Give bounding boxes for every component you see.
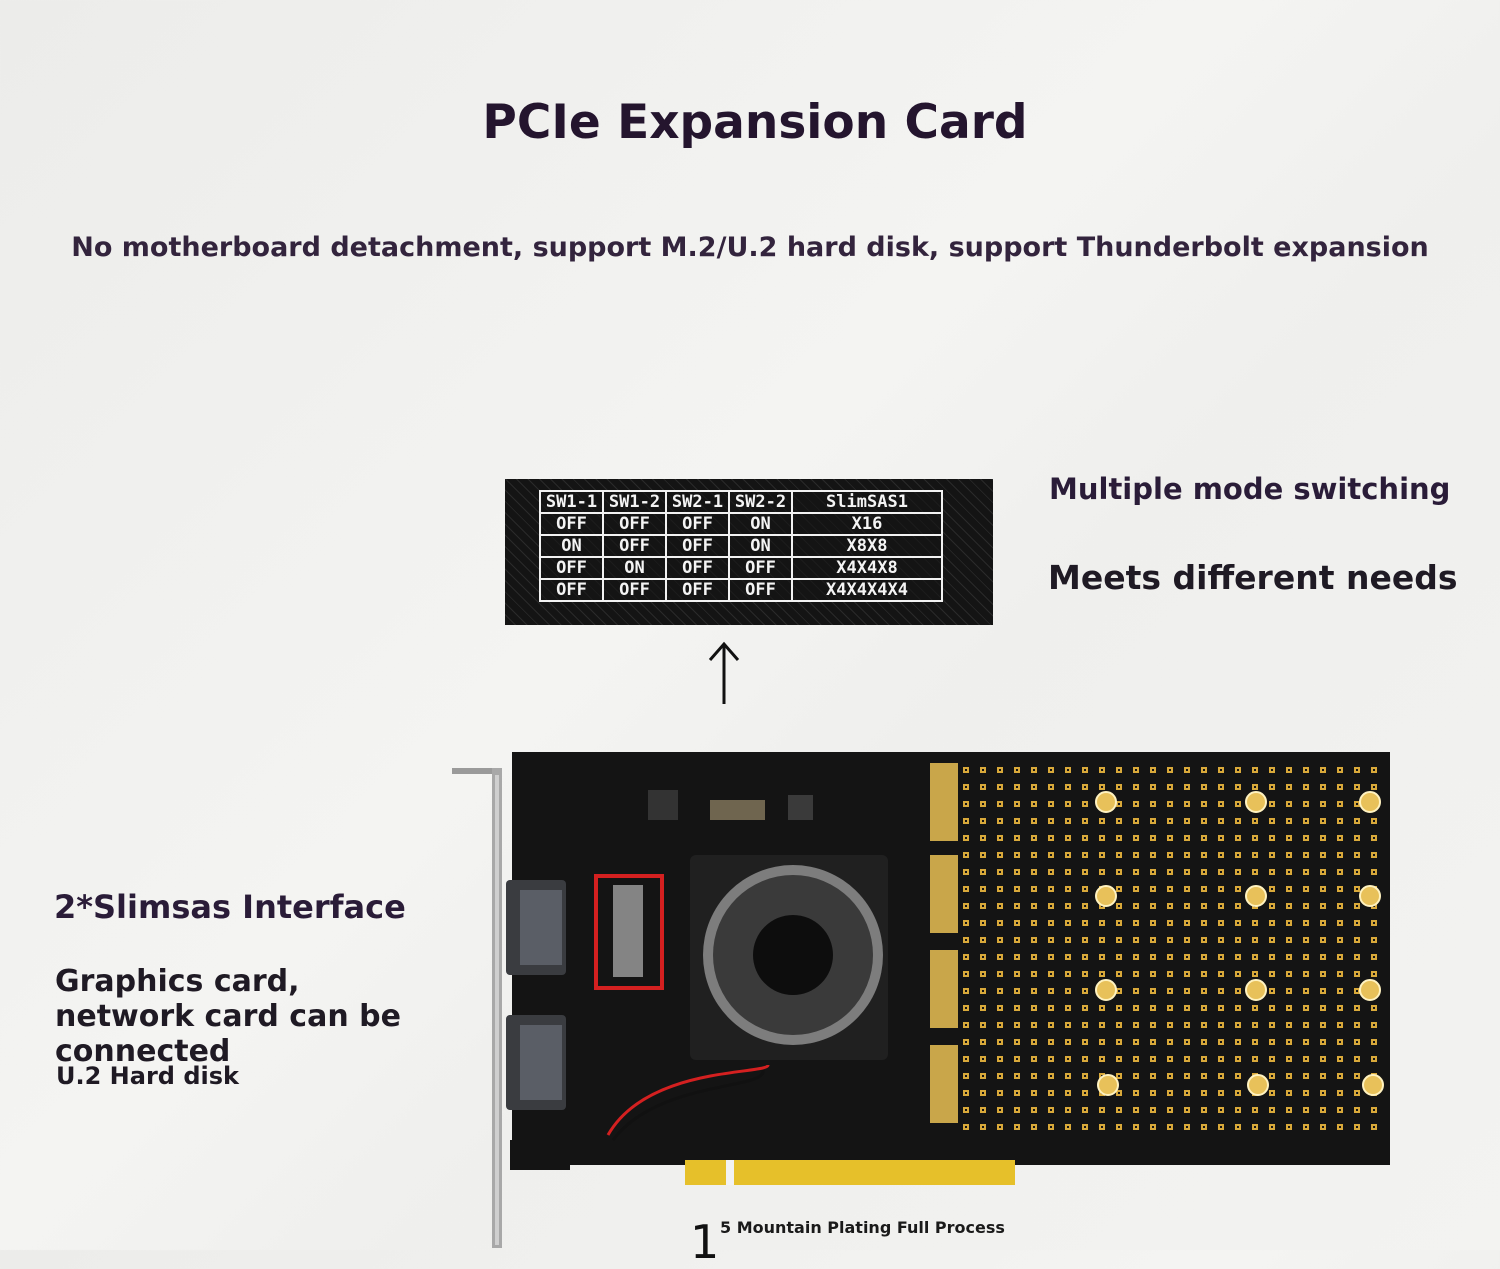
table-cell: ON <box>602 556 667 580</box>
slimsas-description: Graphics card, network card can be conne… <box>55 964 401 1069</box>
table-cell: X4X4X8 <box>791 556 943 580</box>
feature-mode-switching: Multiple mode switching <box>1049 472 1451 506</box>
table-header: SlimSAS1 <box>791 490 943 514</box>
dip-switch-highlight <box>594 874 664 990</box>
table-header: SW1-1 <box>539 490 604 514</box>
slimsas-connector <box>506 880 566 975</box>
table-cell: OFF <box>728 578 793 602</box>
table-cell: OFF <box>728 556 793 580</box>
slimsas-connector <box>506 1015 566 1110</box>
slimsas-heading: 2*Slimsas Interface <box>54 888 406 926</box>
table-cell: OFF <box>539 556 604 580</box>
table-cell: X8X8 <box>791 534 943 558</box>
table-cell: OFF <box>665 534 730 558</box>
table-cell: ON <box>728 534 793 558</box>
page-title: PCIe Expansion Card <box>482 95 1028 150</box>
m2-slot <box>930 763 958 841</box>
page-subtitle: No motherboard detachment, support M.2/U… <box>71 232 1429 263</box>
table-header: SW1-2 <box>602 490 667 514</box>
table-row: OFF ON OFF OFF X4X4X8 <box>539 556 943 580</box>
table-cell: ON <box>539 534 604 558</box>
table-cell: OFF <box>602 512 667 536</box>
m2-slot <box>930 1045 958 1123</box>
feature-meets-needs: Meets different needs <box>1048 558 1458 597</box>
slimsas-note: U.2 Hard disk <box>56 1062 239 1090</box>
table-cell: OFF <box>539 578 604 602</box>
table-header-row: SW1-1 SW1-2 SW2-1 SW2-2 SlimSAS1 <box>539 490 943 514</box>
footer-caption: 5 Mountain Plating Full Process <box>720 1218 1005 1237</box>
m2-slot <box>930 855 958 933</box>
table-cell: OFF <box>665 556 730 580</box>
switch-mode-table-photo: SW1-1 SW1-2 SW2-1 SW2-2 SlimSAS1 OFF OFF… <box>505 479 993 625</box>
arrow-up-icon <box>708 641 740 704</box>
table-cell: OFF <box>602 578 667 602</box>
table-cell: OFF <box>665 578 730 602</box>
table-row: ON OFF OFF ON X8X8 <box>539 534 943 558</box>
m2-slot <box>930 950 958 1028</box>
table-cell: OFF <box>539 512 604 536</box>
table-row: OFF OFF OFF ON X16 <box>539 512 943 536</box>
pcie-gold-finger <box>685 1160 1015 1185</box>
table-cell: X16 <box>791 512 943 536</box>
footer-number: 1 <box>690 1215 720 1269</box>
pcie-card-photo <box>452 752 1390 1248</box>
metal-bracket <box>452 768 502 1248</box>
table-header: SW2-2 <box>728 490 793 514</box>
table-cell: ON <box>728 512 793 536</box>
table-row: OFF OFF OFF OFF X4X4X4X4 <box>539 578 943 602</box>
switch-mode-table: SW1-1 SW1-2 SW2-1 SW2-2 SlimSAS1 OFF OFF… <box>539 490 943 602</box>
table-cell: X4X4X4X4 <box>791 578 943 602</box>
table-header: SW2-1 <box>665 490 730 514</box>
table-cell: OFF <box>602 534 667 558</box>
cooling-fan <box>690 855 888 1060</box>
table-cell: OFF <box>665 512 730 536</box>
